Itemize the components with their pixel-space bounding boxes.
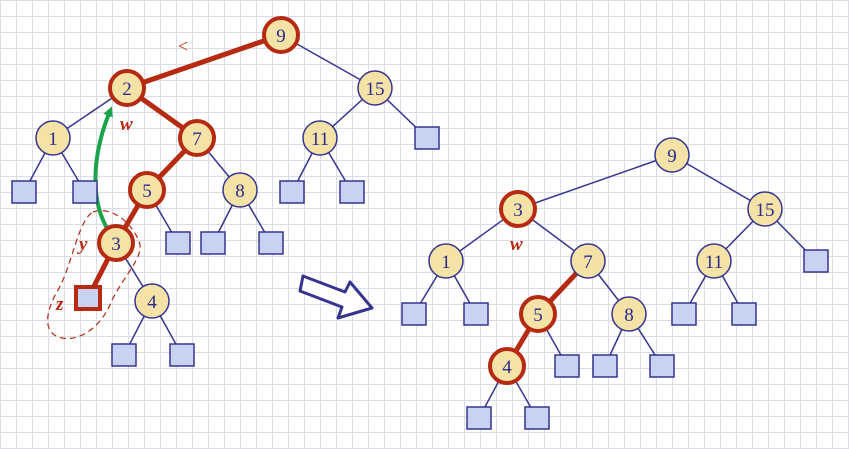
leaf bbox=[554, 354, 580, 378]
leaf bbox=[339, 180, 365, 204]
node-9-label: 9 bbox=[276, 26, 286, 47]
node-8-label: 8 bbox=[235, 181, 245, 202]
node-5 bbox=[128, 171, 166, 209]
node-4 bbox=[488, 347, 526, 385]
after-nodes: 9 3 15 1 7 11 5 8 4 bbox=[428, 137, 783, 385]
node-8 bbox=[222, 172, 258, 208]
node-7 bbox=[570, 243, 606, 279]
leaf bbox=[200, 231, 226, 255]
node-9 bbox=[262, 16, 300, 54]
node-1 bbox=[35, 120, 71, 156]
node-3-label: 3 bbox=[111, 234, 121, 255]
node-7-label: 7 bbox=[583, 252, 593, 273]
node-4-label: 4 bbox=[147, 292, 157, 313]
z-label: z bbox=[55, 294, 64, 315]
node-5-label: 5 bbox=[533, 305, 543, 326]
node-11 bbox=[302, 120, 338, 156]
leaf bbox=[111, 343, 137, 367]
y-label: y bbox=[77, 234, 88, 255]
node-5-label: 5 bbox=[142, 181, 152, 202]
edge-9-3 bbox=[517, 154, 673, 210]
leaf bbox=[731, 302, 757, 326]
removal-dashed-outline bbox=[47, 210, 141, 340]
node-7 bbox=[178, 119, 216, 157]
leaf-z-highlight bbox=[74, 285, 102, 311]
after-tree: 9 3 15 1 7 11 5 8 4 w bbox=[401, 137, 829, 430]
less-than-label: < bbox=[178, 36, 188, 56]
leaf bbox=[11, 180, 37, 204]
node-7-label: 7 bbox=[192, 129, 202, 150]
leaf bbox=[401, 302, 427, 326]
node-9 bbox=[654, 137, 690, 173]
node-11 bbox=[696, 243, 732, 279]
node-3-label: 3 bbox=[513, 200, 523, 221]
node-4 bbox=[134, 283, 170, 319]
node-8 bbox=[611, 296, 647, 332]
edge-9-2-highlight bbox=[124, 32, 284, 91]
leaf bbox=[592, 354, 618, 378]
node-1-label: 1 bbox=[441, 252, 451, 273]
leaf bbox=[463, 302, 489, 326]
leaf bbox=[466, 406, 492, 430]
node-15-label: 15 bbox=[366, 79, 385, 100]
node-8-label: 8 bbox=[624, 305, 634, 326]
green-move-arrow bbox=[93, 106, 113, 232]
leaf bbox=[649, 354, 675, 378]
leaf bbox=[803, 249, 829, 273]
node-9-label: 9 bbox=[667, 146, 677, 167]
after-leaves bbox=[401, 249, 829, 430]
leaf bbox=[72, 180, 98, 204]
node-3 bbox=[97, 224, 135, 262]
node-15 bbox=[747, 191, 783, 227]
leaf bbox=[279, 180, 305, 204]
node-1 bbox=[428, 243, 464, 279]
transform-arrow-icon bbox=[298, 274, 374, 320]
node-3 bbox=[499, 190, 537, 228]
leaf bbox=[671, 302, 697, 326]
w-label: w bbox=[510, 234, 523, 255]
node-11-label: 11 bbox=[311, 129, 329, 150]
leaf bbox=[165, 231, 191, 255]
node-15 bbox=[357, 70, 393, 106]
before-tree: 9 2 15 1 7 11 5 8 3 4 < w y z bbox=[11, 16, 440, 367]
node-4-label: 4 bbox=[502, 357, 512, 378]
w-label: w bbox=[120, 114, 133, 135]
edge-9-15 bbox=[671, 154, 766, 210]
node-11-label: 11 bbox=[705, 252, 723, 273]
node-1-label: 1 bbox=[48, 129, 58, 150]
node-15-label: 15 bbox=[756, 200, 775, 221]
leaf bbox=[414, 126, 440, 150]
leaf bbox=[258, 231, 284, 255]
leaf bbox=[524, 406, 550, 430]
node-2 bbox=[108, 69, 146, 107]
before-leaves bbox=[11, 126, 440, 367]
node-5 bbox=[519, 295, 557, 333]
before-nodes: 9 2 15 1 7 11 5 8 3 4 bbox=[35, 16, 393, 319]
leaf bbox=[169, 343, 195, 367]
node-2-label: 2 bbox=[122, 79, 132, 100]
